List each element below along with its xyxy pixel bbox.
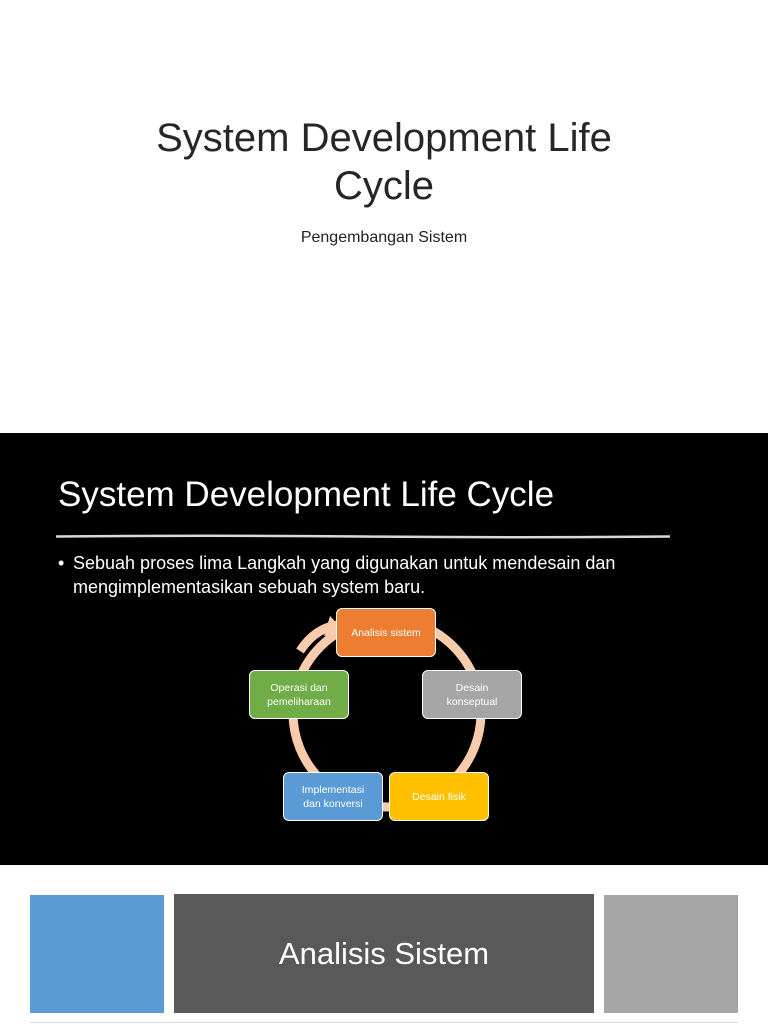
left-block xyxy=(30,895,164,1013)
slide-2: System Development Life Cycle • Sebuah p… xyxy=(0,433,768,865)
bullet-item: • Sebuah proses lima Langkah yang diguna… xyxy=(58,551,708,599)
right-block xyxy=(604,895,738,1013)
node-label-line-1: Desain xyxy=(455,681,489,694)
node-desain-fisik: Desain fisik xyxy=(389,772,489,821)
slide-1-title: System Development Life Cycle xyxy=(84,114,684,210)
node-label: Analisis sistem xyxy=(351,626,421,639)
slide-3: Analisis Sistem xyxy=(0,865,768,1024)
title-underline xyxy=(56,534,670,539)
node-label-line-2: pemeliharaan xyxy=(267,695,331,708)
node-label: Desain fisik xyxy=(412,790,466,803)
slide-1-title-line-1: System Development Life xyxy=(156,116,612,160)
node-desain-konseptual: Desain konseptual xyxy=(422,670,522,719)
slide-2-title: System Development Life Cycle xyxy=(58,475,555,514)
slide-3-title: Analisis Sistem xyxy=(278,935,490,971)
bullet-text: Sebuah proses lima Langkah yang digunaka… xyxy=(73,553,616,597)
slide-1-title-line-2: Cycle xyxy=(333,164,435,208)
title-block: Analisis Sistem xyxy=(174,894,594,1013)
node-implementasi: Implementasi dan konversi xyxy=(283,772,383,821)
node-label-line-1: Operasi dan xyxy=(270,681,328,694)
divider xyxy=(30,1022,738,1023)
slide-1-subtitle: Pengembangan Sistem xyxy=(300,229,468,246)
node-label-line-1: Implementasi xyxy=(301,783,365,796)
bullet-marker: • xyxy=(58,553,65,573)
node-label-line-2: konseptual xyxy=(446,695,498,708)
slide-1: System Development Life Cycle Pengembang… xyxy=(0,0,768,433)
node-analisis-sistem: Analisis sistem xyxy=(336,608,436,657)
node-operasi: Operasi dan pemeliharaan xyxy=(249,670,349,719)
node-label-line-2: dan konversi xyxy=(303,797,363,810)
